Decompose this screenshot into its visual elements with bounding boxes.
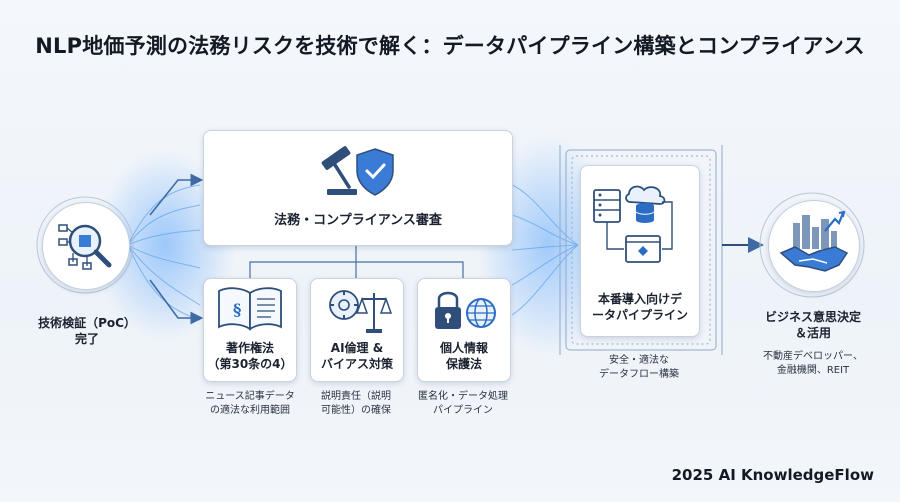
left-glow [95,150,235,340]
copyright-label: 著作権法 （第30条の4） [207,341,293,371]
footer-credit: 2025 AI KnowledgeFlow [671,466,874,484]
copyright-card: § 著作権法 （第30条の4） [203,278,297,382]
svg-text:§: § [233,300,241,319]
pipeline-card: 本番導入向けデ ータパイプライン [580,165,700,337]
open-book-icon: § [218,287,282,331]
lock-globe-icon [435,291,496,329]
business-desc: 不動産デベロッパー、 金融機関、REIT [763,351,863,376]
server-cloud-icon [593,185,673,263]
page-title: NLP地価予測の法務リスクを技術で解く：データパイプライン構築とコンプライアンス [35,34,865,58]
privacy-desc: 匿名化・データ処理 パイプライン [418,391,508,416]
business-node [768,200,860,292]
privacy-card: 個人情報 保護法 [417,278,511,382]
legal-review-card: 法務・コンプライアンス審査 [203,130,513,246]
poc-label: 技術検証（PoC） 完了 [38,316,136,346]
brain-scale-icon [329,290,392,333]
copyright-desc: ニュース記事データ の適法な利用範囲 [205,391,295,416]
business-label: ビジネス意思決定 ＆活用 [764,310,861,340]
privacy-label: 個人情報 保護法 [439,341,488,371]
ethics-card: AI倫理 & バイアス対策 [310,278,404,382]
magnifier-circuit-icon [58,224,112,270]
pipeline-label: 本番導入向けデ ータパイプライン [591,292,688,322]
legal-review-label: 法務・コンプライアンス審査 [274,213,442,228]
pipeline-desc: 安全・適法な データフロー構築 [599,355,679,380]
ethics-label: AI倫理 & バイアス対策 [320,341,393,371]
handshake-city-icon [779,210,849,272]
ethics-desc: 説明責任（説明 可能性）の確保 [321,391,391,416]
poc-node [42,202,130,290]
gavel-shield-icon [321,146,394,196]
